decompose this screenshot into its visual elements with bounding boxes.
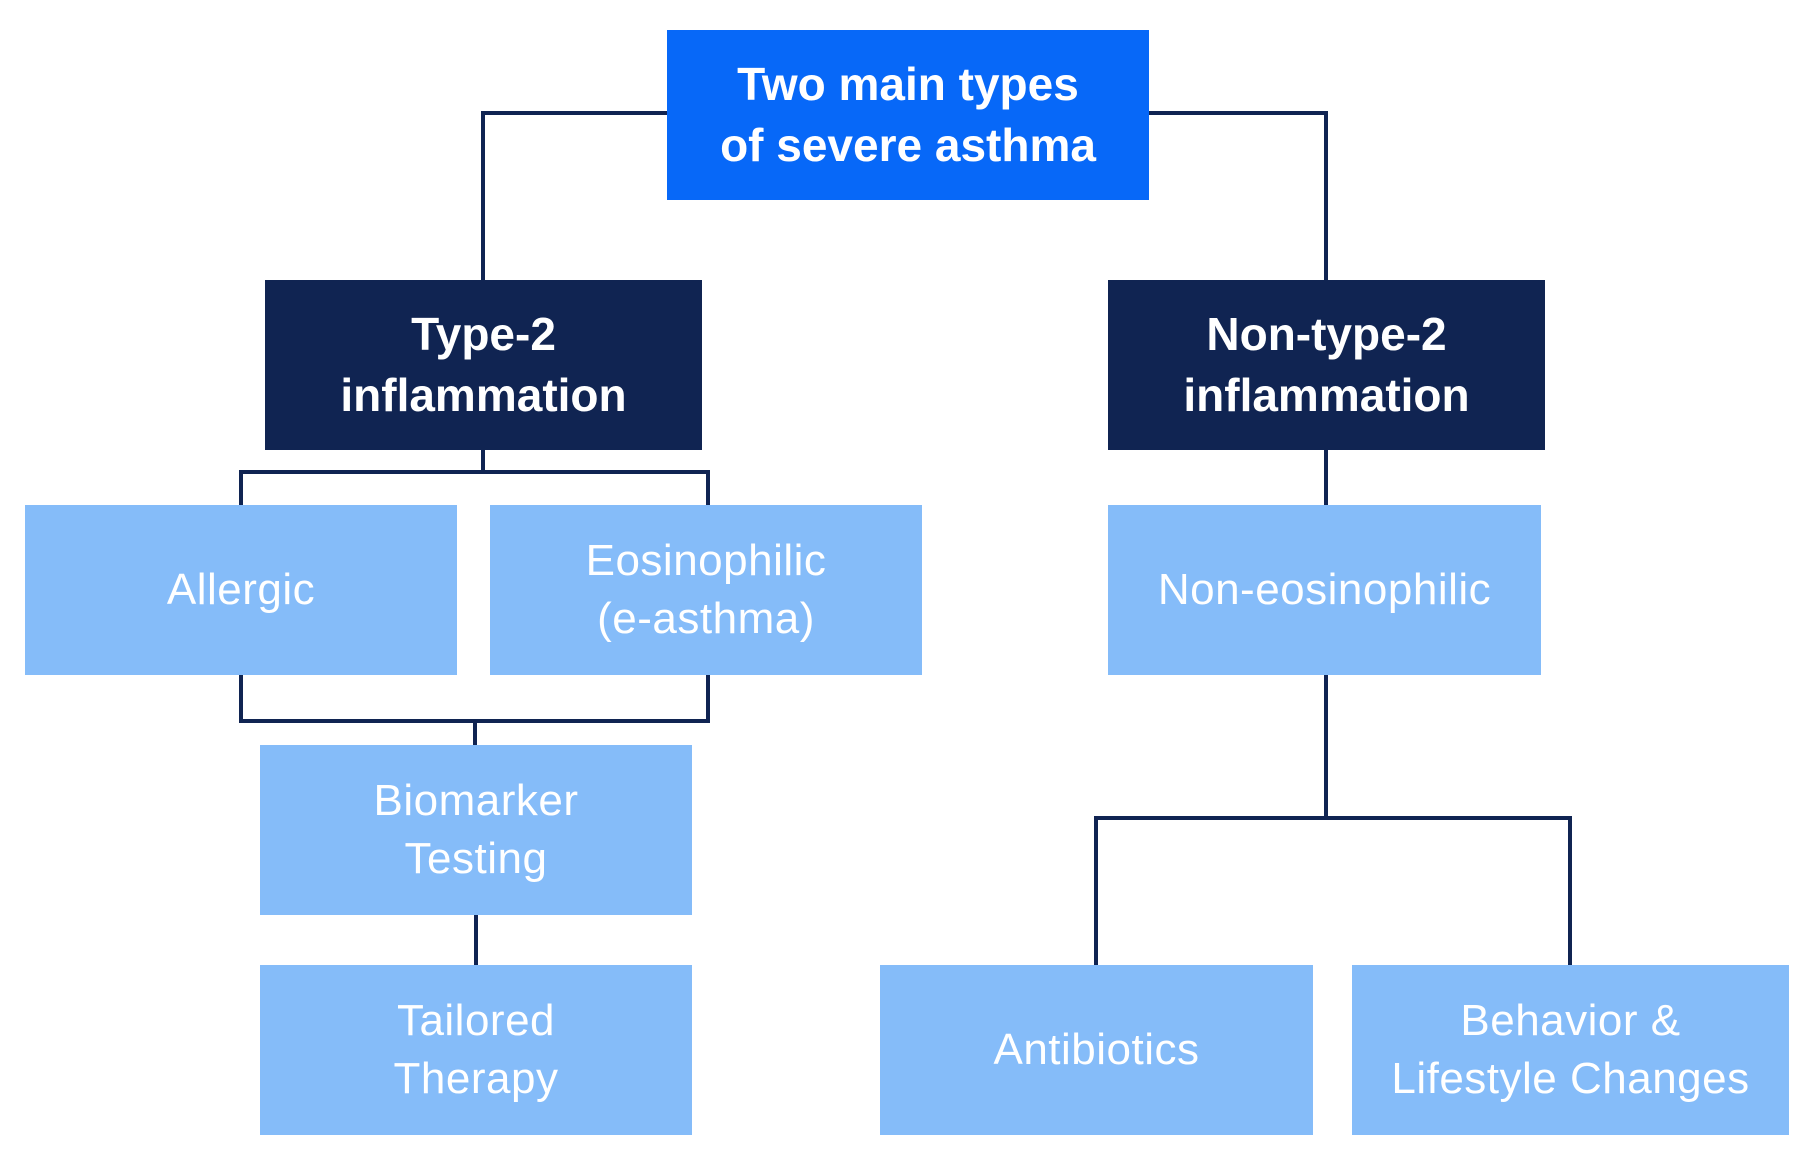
node-non-eosinophilic: Non-eosinophilic — [1108, 505, 1541, 675]
node-eosinophilic: Eosinophilic (e-asthma) — [490, 505, 922, 675]
node-allergic-label: Allergic — [166, 564, 316, 614]
node-biomarker-testing: Biomarker Testing — [260, 745, 692, 915]
node-tailored-therapy: Tailored Therapy — [260, 965, 692, 1135]
node-type2-inflammation: Type-2 inflammation — [265, 280, 702, 450]
connector-root-to-nontype2-horizontal — [1147, 111, 1328, 115]
node-type2-inflammation-label: Type-2 inflammation — [340, 308, 627, 421]
connector-bracket-to-antibiotics — [1094, 816, 1098, 965]
connector-bracket-to-behavior — [1568, 816, 1572, 965]
connector-biomarker-to-tailored — [474, 915, 478, 965]
node-nontype2-inflammation: Non-type-2 inflammation — [1108, 280, 1545, 450]
node-antibiotics: Antibiotics — [880, 965, 1313, 1135]
connector-noneosinophilic-stub — [1324, 675, 1328, 820]
connector-noneosinophilic-children-bracket — [1094, 816, 1572, 820]
connector-type2-children-bracket — [239, 470, 710, 474]
node-behavior-lifestyle-changes: Behavior & Lifestyle Changes — [1352, 965, 1789, 1135]
connector-merge-to-biomarker — [473, 719, 477, 745]
connector-root-to-type2-horizontal — [481, 111, 669, 115]
node-allergic: Allergic — [25, 505, 457, 675]
connector-root-to-type2-vertical — [481, 111, 485, 280]
connector-bracket-to-allergic — [239, 470, 243, 505]
node-nontype2-inflammation-label: Non-type-2 inflammation — [1183, 308, 1470, 421]
node-biomarker-testing-label: Biomarker Testing — [373, 775, 579, 883]
node-non-eosinophilic-label: Non-eosinophilic — [1157, 564, 1492, 614]
connector-root-to-nontype2-vertical — [1324, 111, 1328, 280]
node-eosinophilic-label: Eosinophilic (e-asthma) — [585, 535, 827, 643]
connector-bracket-to-eosinophilic — [706, 470, 710, 505]
node-two-main-types-label: Two main types of severe asthma — [720, 58, 1096, 171]
connector-nontype2-to-noneosinophilic — [1324, 450, 1328, 505]
connector-type2-stub — [481, 450, 485, 474]
node-behavior-lifestyle-changes-label: Behavior & Lifestyle Changes — [1391, 995, 1750, 1103]
node-antibiotics-label: Antibiotics — [993, 1024, 1200, 1074]
node-tailored-therapy-label: Tailored Therapy — [393, 995, 559, 1103]
connector-eosinophilic-down — [706, 675, 710, 723]
node-two-main-types: Two main types of severe asthma — [667, 30, 1149, 200]
connector-allergic-down — [239, 675, 243, 723]
